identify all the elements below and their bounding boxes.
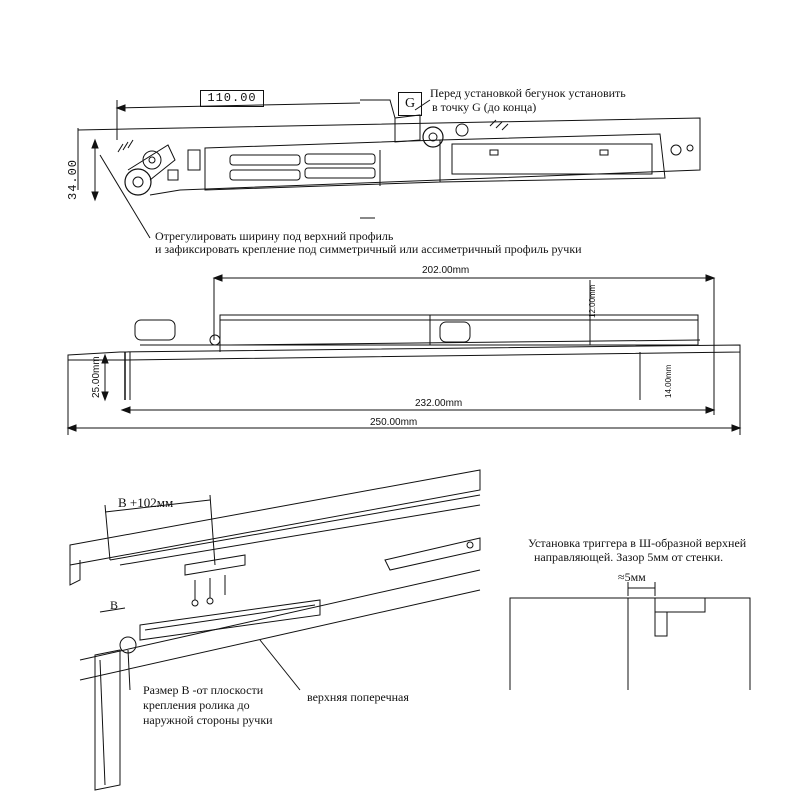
note-adjust-line2: и зафиксировать крепление под симметричн… bbox=[155, 242, 582, 256]
dim-110-box: 110.00 bbox=[200, 90, 264, 107]
note-adjust-line1: Отрегулировать ширину под верхний профил… bbox=[155, 229, 394, 243]
trigger-title-line1: Установка триггера в Ш-образной верхней bbox=[528, 536, 747, 550]
dim-232-label: 232.00mm bbox=[415, 398, 463, 409]
dim-14-label: 14.00mm bbox=[664, 364, 673, 398]
dim-202-label: 202.00mm bbox=[422, 265, 470, 276]
note-rail-label: верхняя поперечная bbox=[307, 690, 409, 704]
note-b-line3: наружной стороны ручки bbox=[143, 713, 273, 727]
note-g-line1: Перед установкой бегунок установить bbox=[430, 86, 626, 100]
dim-250-label: 250.00mm bbox=[370, 417, 418, 428]
side-view bbox=[66, 274, 742, 435]
top-view bbox=[77, 99, 701, 239]
point-g-box: G bbox=[398, 92, 422, 116]
trigger-title-line2: направляющей. Зазор 5мм от стенки. bbox=[534, 550, 724, 564]
trigger-section bbox=[509, 582, 751, 690]
gap-5mm-label: ≈5мм bbox=[618, 570, 646, 584]
isometric-view bbox=[69, 469, 481, 791]
note-g-line2: в точку G (до конца) bbox=[432, 100, 537, 114]
dim-12-label: 12.00mm bbox=[588, 284, 597, 318]
point-g-label: G bbox=[404, 96, 416, 111]
note-b-line1: Размер В -от плоскости bbox=[143, 683, 264, 697]
dim-b102-label: В +102мм bbox=[118, 495, 174, 510]
dim-110-label: 110.00 bbox=[207, 91, 257, 105]
dim-34-label: 34.00 bbox=[66, 158, 80, 200]
note-b-line2: крепления ролика до bbox=[143, 698, 250, 712]
dim-b-label: В bbox=[110, 598, 119, 612]
dim-25-label: 25.00mm bbox=[91, 356, 102, 398]
